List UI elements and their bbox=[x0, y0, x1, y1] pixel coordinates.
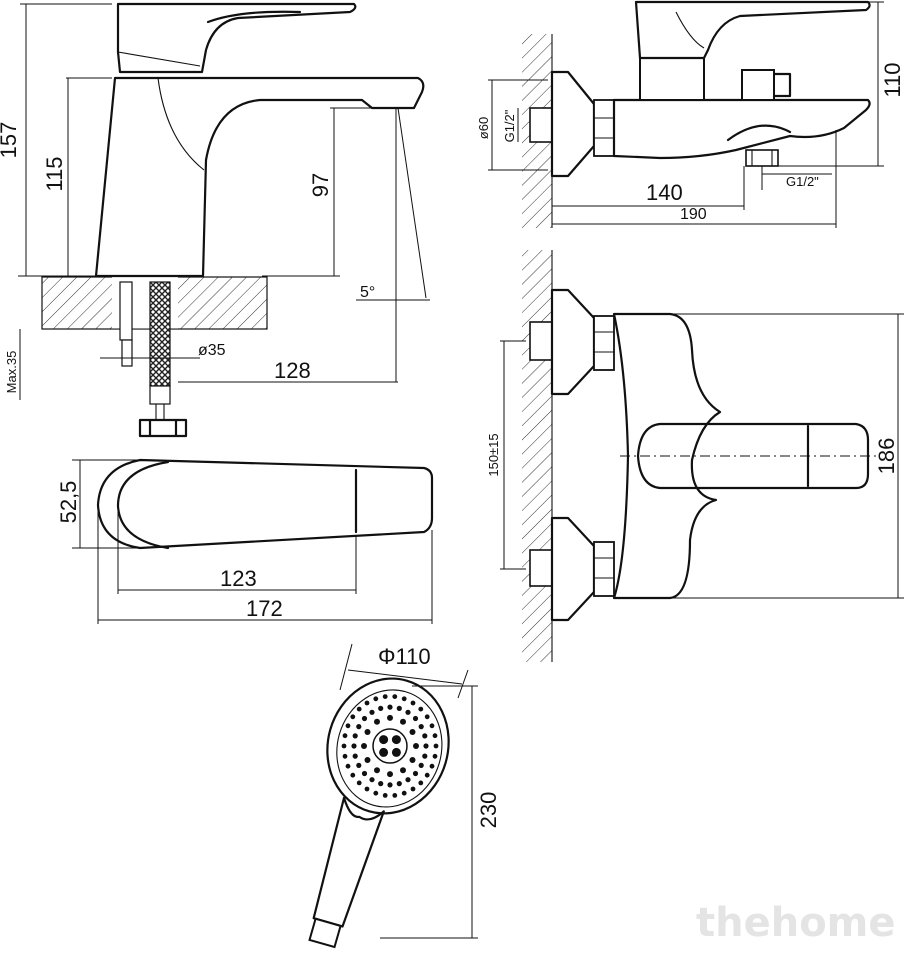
dim-hole-diameter: ø35 bbox=[198, 342, 226, 359]
bath-front-lever bbox=[636, 422, 870, 490]
dim-flange-diameter: ø60 bbox=[476, 117, 491, 139]
flex-hose bbox=[149, 281, 171, 387]
dim-inlet-centers: 150±15 bbox=[486, 433, 501, 476]
shower-head bbox=[326, 677, 450, 815]
dim-max-deck: Max.35 bbox=[4, 351, 19, 394]
bath-body bbox=[612, 98, 871, 160]
dim-total-length: 172 bbox=[246, 596, 283, 621]
basin-mixer-top-view: 52,5 123 172 bbox=[56, 458, 434, 624]
shower-handle bbox=[312, 796, 385, 928]
top-view-outline bbox=[96, 458, 434, 550]
spray-nozzles bbox=[341, 694, 439, 798]
dim-lever-length: 123 bbox=[220, 566, 257, 591]
lever-handle bbox=[116, 2, 357, 74]
dim-projection: 140 bbox=[646, 180, 683, 205]
dim-top-width: 52,5 bbox=[56, 481, 81, 524]
dim-spout-angle: 5° bbox=[360, 284, 375, 301]
basin-mixer-side-view: 157 115 97 5° Max.35 ø35 128 bbox=[0, 2, 430, 438]
wall-flange bbox=[550, 70, 596, 178]
dim-shower-diameter: Φ110 bbox=[378, 644, 431, 669]
dim-inlet-thread: G1/2" bbox=[502, 109, 517, 142]
bath-front-body bbox=[612, 312, 722, 600]
bath-mixer-front-view: 150±15 186 bbox=[486, 250, 904, 662]
hand-shower: Φ110 230 bbox=[308, 643, 501, 949]
watermark-logo: thehome bbox=[696, 900, 896, 946]
dim-bath-width: 186 bbox=[874, 438, 899, 475]
dim-total-depth: 190 bbox=[680, 206, 707, 223]
bath-mixer-side-view: ø60 G1/2" G1/2" 140 190 110 bbox=[476, 0, 904, 228]
dim-bath-height: 110 bbox=[880, 62, 904, 97]
dim-shower-length: 230 bbox=[476, 792, 501, 829]
dim-reach: 128 bbox=[274, 358, 311, 383]
wall-section-front bbox=[522, 250, 552, 662]
dim-spout-height: 97 bbox=[308, 173, 333, 197]
faucet-body bbox=[94, 76, 425, 278]
dim-total-height: 157 bbox=[0, 122, 21, 159]
dim-outlet-thread-text: G1/2" bbox=[786, 174, 819, 189]
dim-body-height: 115 bbox=[42, 156, 67, 191]
